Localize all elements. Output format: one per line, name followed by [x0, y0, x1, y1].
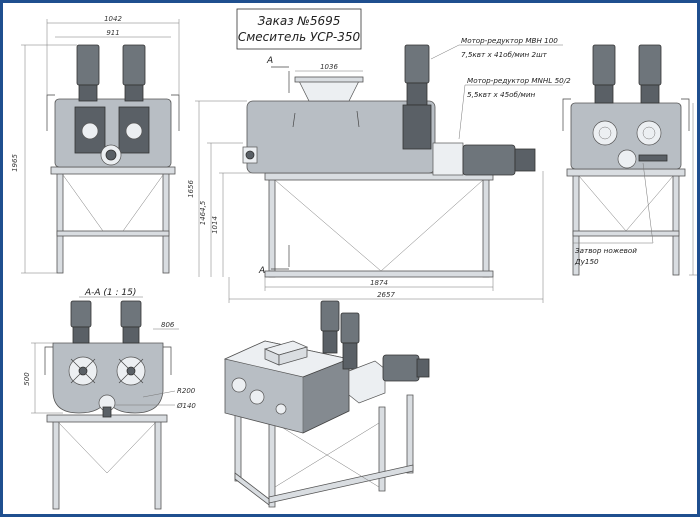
- section-label: А-А (1 : 15): [84, 288, 136, 298]
- side-view: А А: [242, 44, 536, 278]
- dim-side-base: 1874: [370, 279, 388, 287]
- dim-section-radius: R200: [177, 387, 196, 395]
- dim-section-width: 806: [161, 321, 175, 329]
- dim-front-inner: 911: [106, 29, 119, 37]
- product-name: Смеситель УСР-350: [238, 30, 361, 44]
- valve-name: Затвор ножевой: [575, 246, 637, 255]
- motor1-spec: 7,5квт х 41об/мин 2шт: [461, 50, 548, 59]
- section-mark-top: А: [266, 56, 273, 66]
- valve-size: Ду150: [574, 257, 599, 266]
- section-mark-bottom: А: [258, 266, 265, 276]
- side-view-dimensions: 1036 1656 1464,5 1014 1874 2657: [187, 63, 544, 303]
- dim-side-h1: 1656: [187, 180, 195, 198]
- motor2-spec: 5,5квт х 45об/мин: [467, 90, 536, 99]
- dim-side-top: 1036: [320, 63, 338, 71]
- dim-front-height: 1965: [11, 154, 19, 172]
- dim-side-total: 2657: [377, 291, 395, 299]
- isometric-view: [223, 300, 430, 508]
- front-view-dimensions: 1042 911 1965: [11, 15, 180, 274]
- section-dimensions: 806 500 R200 Ø140: [23, 321, 196, 414]
- title-block: Заказ №5695 Смеситель УСР-350: [236, 8, 362, 50]
- dim-front-width: 1042: [104, 15, 122, 23]
- dim-side-h2: 1464,5: [199, 200, 207, 225]
- dim-section-height: 500: [23, 372, 31, 386]
- dim-side-h3: 1014: [211, 216, 219, 234]
- motor1-name: Мотор-редуктор МВН 100: [461, 36, 558, 45]
- section-a-a: А-А (1 : 15): [44, 288, 172, 510]
- motor-callouts: Мотор-редуктор МВН 100 7,5квт х 41об/мин…: [430, 36, 571, 140]
- order-number: Заказ №5695: [258, 14, 341, 28]
- technical-drawing: Заказ №5695 Смеситель УСР-350 1042: [11, 8, 697, 510]
- front-view: [46, 44, 180, 274]
- rear-view: [562, 44, 697, 276]
- dim-section-diameter: Ø140: [176, 402, 196, 410]
- valve-callout: Затвор ножевой Ду150: [573, 162, 654, 266]
- motor2-name: Мотор-редуктор MNHL 50/2: [467, 76, 571, 85]
